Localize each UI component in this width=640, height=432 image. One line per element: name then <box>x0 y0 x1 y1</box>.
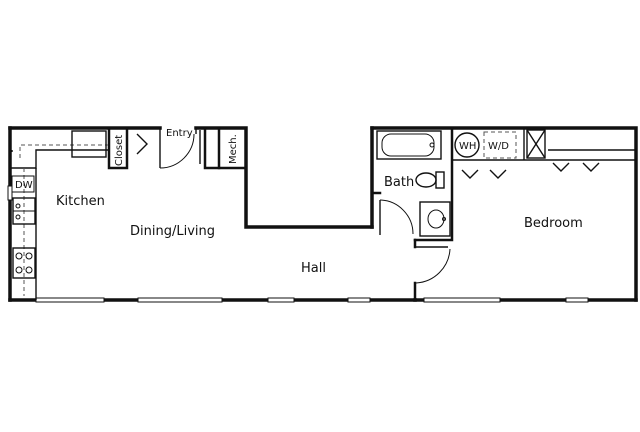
label-closet: Closet <box>114 135 125 166</box>
room-label-kitchen: Kitchen <box>56 194 105 209</box>
label-wh: WH <box>459 141 476 152</box>
room-label-dining-living: Dining/Living <box>130 224 215 239</box>
label-mech: Mech. <box>228 134 239 164</box>
room-label-hall: Hall <box>301 261 326 276</box>
doors <box>136 130 636 284</box>
windows <box>7 185 589 303</box>
bath-fixtures <box>376 129 546 237</box>
room-label-bath: Bath <box>384 175 414 190</box>
kitchen-counter <box>10 130 108 300</box>
label-wd: W/D <box>488 141 509 152</box>
label-entry: Entry <box>166 128 193 139</box>
interior-walls <box>107 126 636 302</box>
room-label-bedroom: Bedroom <box>524 216 583 231</box>
label-dw: DW <box>15 180 33 191</box>
